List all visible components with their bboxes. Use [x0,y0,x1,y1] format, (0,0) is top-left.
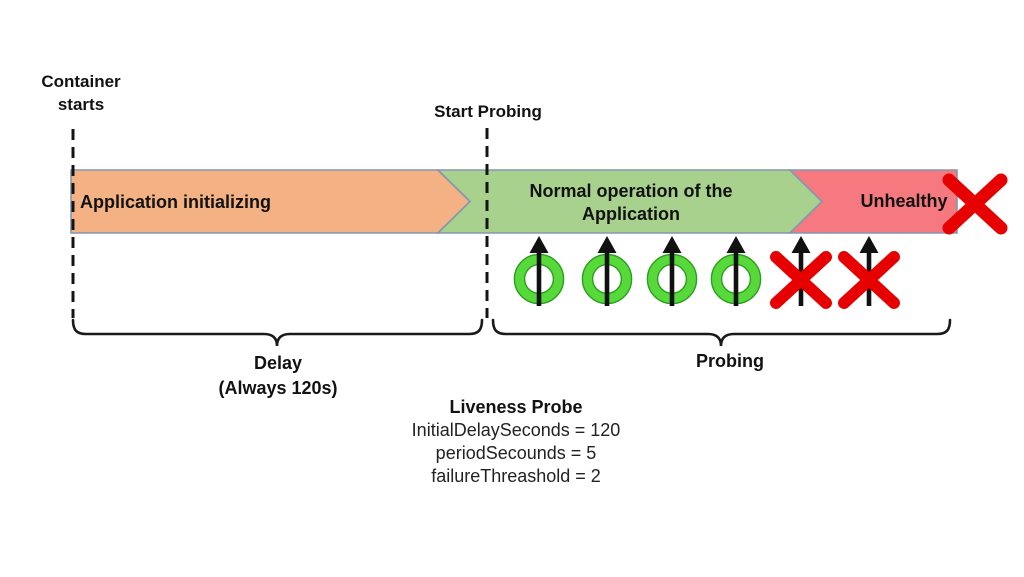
probe-failure-icon [838,236,900,309]
config-title: Liveness Probe [449,397,583,417]
probe-success-icon [646,236,698,306]
probing-brace [491,318,952,347]
probe-success-icon [710,236,762,306]
segment-unhealthy-label: Unhealthy [860,191,948,211]
delay-brace [71,318,484,347]
probe-failure-icon [770,236,832,309]
segment-normal-label: Normal operation of the Application [529,181,733,224]
probing-label: Probing [696,351,764,371]
container-starts-label: Container starts [41,72,121,114]
probe-icons-row [513,236,900,309]
start-probing-label: Start Probing [434,102,542,121]
unhealthy-x-icon [942,173,1008,235]
delay-label: Delay (Always 120s) [218,353,338,398]
config-param-period: periodSecounds = 5 [435,443,597,463]
probe-success-icon [581,236,633,306]
config-param-failure-threshold: failureThreashold = 2 [431,466,601,486]
segment-unhealthy-shape [788,169,958,234]
probe-success-icon [513,236,565,306]
config-param-initial-delay: InitialDelaySeconds = 120 [411,420,621,440]
segment-initializing-label: Application initializing [80,192,271,212]
probe-config-block: Liveness Probe InitialDelaySeconds = 120… [412,396,621,488]
